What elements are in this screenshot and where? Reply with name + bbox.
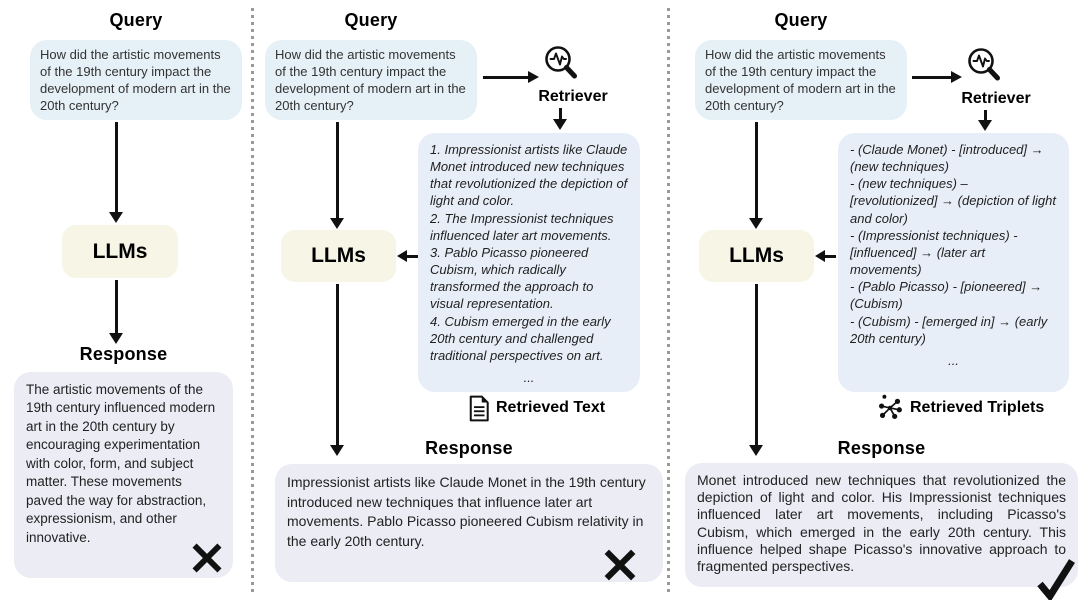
panel2-query-text: How did the artistic movements of the 19… — [275, 47, 466, 113]
panel2-retrieved-text-label: Retrieved Text — [496, 399, 606, 416]
panel2-retrieved-text-bubble: 1. Impressionist artists like Claude Mon… — [418, 133, 640, 392]
panel1-response-title: Response — [79, 344, 168, 364]
panel3-query-text: How did the artistic movements of the 19… — [705, 47, 896, 113]
arrow-down-icon — [109, 212, 123, 223]
panel3-retriever-label: Retriever — [961, 90, 1031, 107]
panel1-response-text: The artistic movements of the 19th centu… — [26, 382, 216, 545]
arrow-down-icon — [553, 119, 567, 130]
panel2-response-bubble: Impressionist artists like Claude Monet … — [275, 464, 663, 582]
panel1-query-title: Query — [109, 10, 163, 30]
panel3-retrieved-triplets-label: Retrieved Triplets — [910, 399, 1045, 416]
panel2-query-title: Query — [344, 10, 398, 30]
panel3-response-title: Response — [837, 438, 926, 458]
panel1-arrow-llm-to-response — [115, 280, 118, 333]
panel1-arrow-query-to-llm — [115, 122, 118, 214]
retrieved-triplet-item: - (Pablo Picasso) - [pioneered] → (Cubis… — [850, 279, 1043, 312]
magnifier-pulse-icon — [545, 46, 577, 79]
panel2-arrow-query-to-retriever — [483, 76, 528, 79]
panel2-arrow-text-to-llm — [406, 255, 418, 258]
panel2-arrow-query-to-llm — [336, 122, 339, 219]
panel2-response-text: Impressionist artists like Claude Monet … — [287, 474, 646, 549]
retrieved-triplet-item: - (new techniques) – [revolutionized] → … — [850, 176, 1056, 226]
panel3-llm-label: LLMs — [729, 244, 784, 267]
panel2-retriever-label: Retriever — [538, 88, 608, 105]
retrieved-text-item: 2. The Impressionist techniques influenc… — [430, 210, 614, 243]
panel3-arrow-triplets-to-llm — [824, 255, 836, 258]
panel1-query-bubble: How did the artistic movements of the 19… — [30, 40, 242, 120]
panel2-arrow-retriever-to-text — [559, 108, 562, 120]
document-icon — [469, 395, 489, 422]
panel3-arrow-query-to-retriever — [912, 76, 952, 79]
arrow-down-icon — [749, 445, 763, 456]
arrow-left-icon — [397, 250, 407, 262]
arrow-down-icon — [330, 218, 344, 229]
retrieved-text-ellipsis: ... — [523, 370, 535, 386]
retrieved-text-item: 1. Impressionist artists like Claude Mon… — [430, 142, 628, 209]
panel3-response-text: Monet introduced new techniques that rev… — [697, 472, 1066, 575]
panel3-arrow-retriever-to-triplets — [984, 110, 987, 121]
panel3-llm-box: LLMs — [699, 230, 814, 282]
arrow-right-icon — [951, 71, 962, 83]
retrieved-text-item: 4. Cubism emerged in the early 20th cent… — [430, 313, 611, 363]
panel3-arrow-query-to-llm — [755, 122, 758, 219]
panel1-response-bubble: The artistic movements of the 19th centu… — [14, 372, 233, 578]
magnifier-pulse-icon — [968, 48, 1000, 81]
arrow-down-icon — [109, 333, 123, 344]
panel2-query-bubble: How did the artistic movements of the 19… — [265, 40, 477, 120]
panel3-response-bubble: Monet introduced new techniques that rev… — [685, 463, 1078, 587]
panel3-arrow-llm-to-response — [755, 284, 758, 445]
panel1-query-text: How did the artistic movements of the 19… — [40, 47, 231, 113]
retrieved-text-item: 3. Pablo Picasso pioneered Cubism, which… — [430, 244, 594, 312]
retrieved-triplet-item: - (Claude Monet) - [introduced] → (new t… — [850, 142, 1044, 175]
panel3-query-title: Query — [774, 10, 828, 30]
arrow-down-icon — [749, 218, 763, 229]
arrow-down-icon — [330, 445, 344, 456]
panel1-llm-label: LLMs — [92, 239, 148, 263]
check-icon — [1037, 559, 1075, 600]
panel2-llm-label: LLMs — [311, 244, 366, 267]
panel2-arrow-llm-to-response — [336, 284, 339, 445]
panel-divider — [251, 8, 254, 596]
panel-divider — [667, 8, 670, 596]
arrow-right-icon — [528, 71, 539, 83]
retrieved-triplets-ellipsis: ... — [948, 352, 959, 368]
arrow-left-icon — [815, 250, 825, 262]
panel3-query-bubble: How did the artistic movements of the 19… — [695, 40, 907, 120]
panel1-llm-box: LLMs — [62, 225, 178, 278]
cross-icon — [192, 543, 222, 573]
arrow-down-icon — [978, 120, 992, 131]
retrieved-triplet-item: - (Cubism) - [emerged in] → (early 20th … — [850, 313, 1048, 346]
cross-icon — [604, 549, 636, 581]
retrieved-triplet-item: - (Impressionist techniques) - [influenc… — [850, 227, 1018, 278]
knowledge-graph-icon — [878, 394, 902, 419]
panel2-response-title: Response — [425, 438, 513, 458]
panel2-llm-box: LLMs — [281, 230, 396, 282]
panel3-retrieved-triplets-bubble: - (Claude Monet) - [introduced] → (new t… — [838, 133, 1069, 392]
